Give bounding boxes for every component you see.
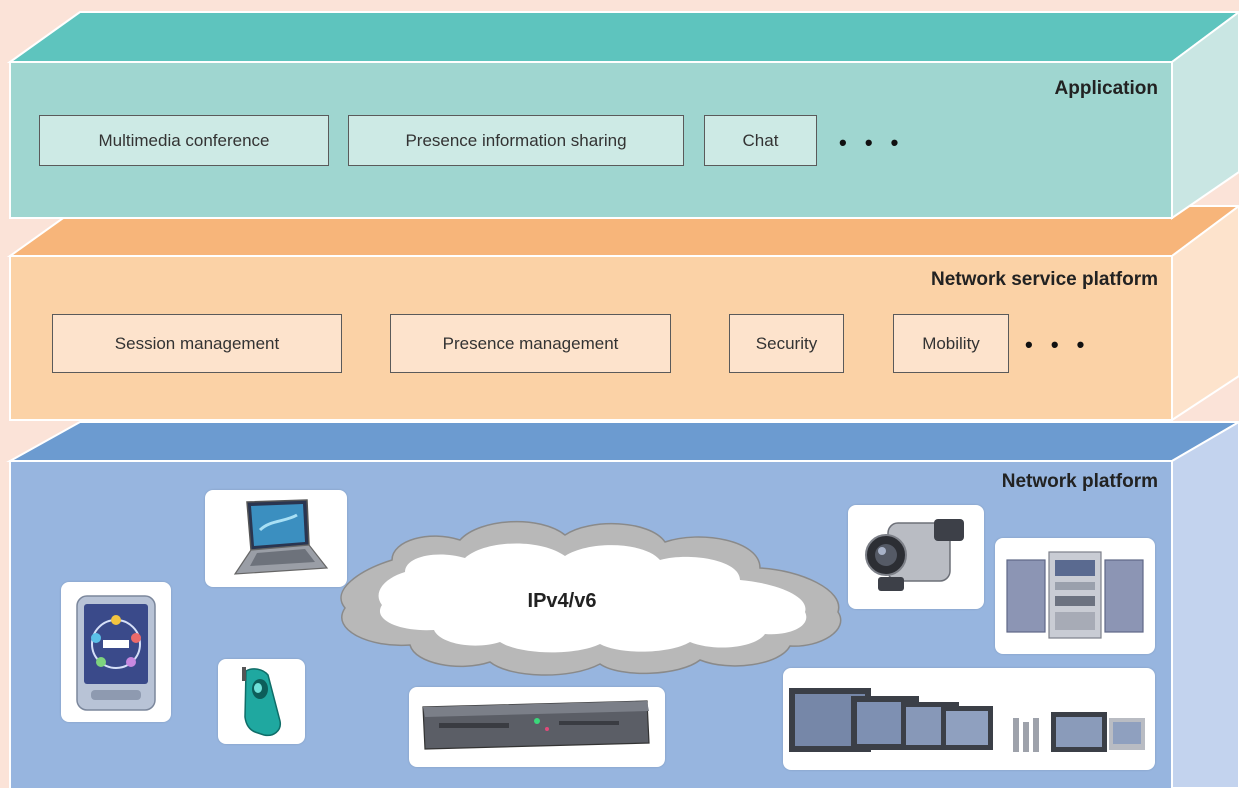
network-platform-side-face (1171, 420, 1239, 788)
displays-icon (783, 668, 1155, 770)
application-more-ellipsis: • • • (839, 130, 905, 155)
network-platform-top-face (6, 421, 1239, 462)
nsp-item-mobility: Mobility (893, 314, 1009, 373)
laptop-icon (205, 490, 347, 587)
network-service-platform-title: Network service platform (930, 269, 1158, 290)
application-item-multimedia-conference: Multimedia conference (39, 115, 329, 166)
application-item-presence-information-sharing: Presence information sharing (348, 115, 684, 166)
mobile-phone-icon (218, 659, 305, 744)
application-top-face (6, 11, 1239, 63)
network-platform-title: Network platform (1001, 471, 1158, 492)
nsp-item-session-management: Session management (52, 314, 342, 373)
application-layer-title: Application (1054, 78, 1158, 99)
set-top-box-icon (409, 687, 665, 767)
nsp-item-security: Security (729, 314, 844, 373)
nsp-item-presence-management: Presence management (390, 314, 671, 373)
cloud-label: IPv4/v6 (527, 590, 597, 612)
application-item-chat: Chat (704, 115, 817, 166)
ipv4-v6-cloud (340, 520, 842, 676)
network-service-platform-layer (6, 204, 1239, 422)
pda-icon (61, 582, 171, 722)
camcorder-icon (848, 505, 984, 609)
stereo-system-icon (995, 538, 1155, 654)
nsp-more-ellipsis: • • • (1025, 332, 1091, 357)
